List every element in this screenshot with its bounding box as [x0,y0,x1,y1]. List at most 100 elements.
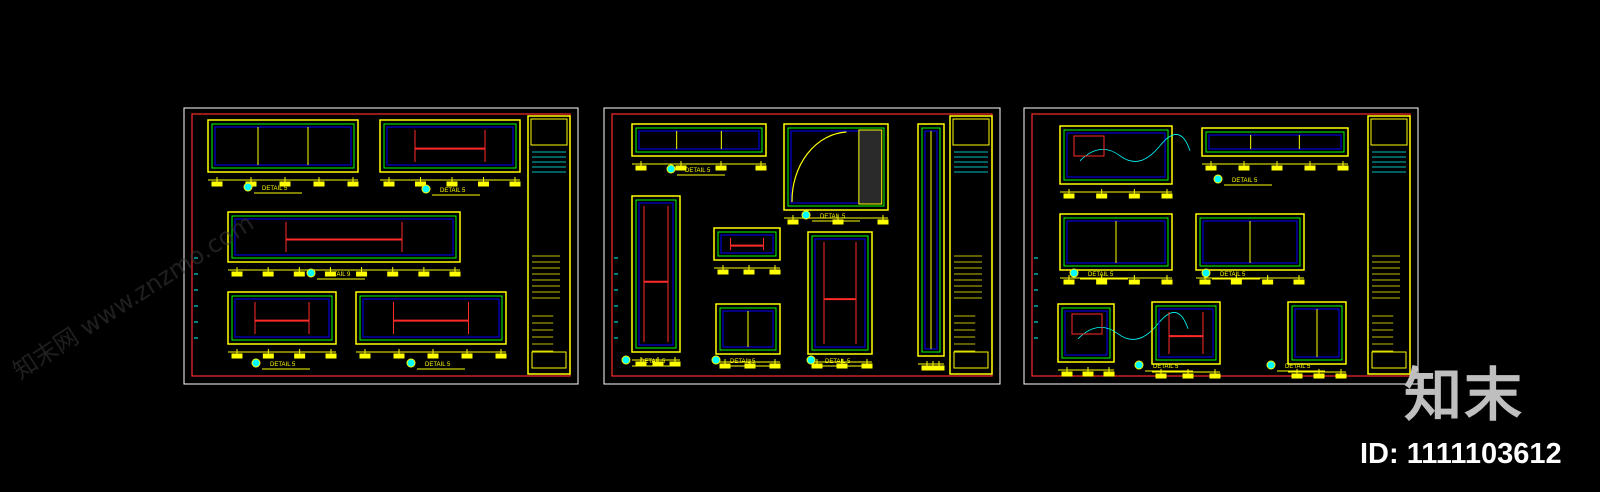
detail-core-outline [386,126,514,166]
detail-drawing [1059,213,1173,285]
detail-drawing [1287,301,1347,379]
dimension-tag [393,349,405,359]
detail-core-outline [1158,308,1214,358]
detail-label-group: DETAIL 5 [251,358,310,370]
dimension-tag [769,359,781,369]
detail-outline [379,119,521,173]
title-block-header [1370,118,1408,146]
detail-drawing [631,123,767,171]
detail-core-outline [234,218,454,256]
dimension-tag-box [356,271,368,277]
detail-bubble [711,355,721,365]
dimension-tag-box [1335,373,1347,379]
detail-drawing [207,119,359,187]
dimension-tag-box [509,181,521,187]
detail-outline [715,303,781,355]
detail-inner-outline [1061,307,1111,359]
detail-label-group: DETAIL 5 [711,355,770,367]
dimension-tag [1161,275,1173,285]
detail-label: DETAIL 5 [425,362,451,368]
dimension-tag-box [1103,371,1115,377]
detail-marble-vein [1077,312,1189,340]
dimension-tag [478,177,489,187]
dimension-tag-box [294,353,306,359]
title-block-header [952,118,990,146]
dimension-tag-box [933,365,945,371]
detail-label: DETAIL 5 [1088,272,1114,278]
dimension-tag [1293,275,1305,285]
detail-inner-outline [1063,217,1169,267]
dimension-tag [861,359,873,369]
dimension-tag [1238,161,1250,171]
detail-drawing [807,231,873,369]
dimension-tag-box [715,165,727,171]
dimension-tag [383,177,395,187]
dimension-tag-box [313,181,325,187]
dimension-tag [495,349,507,359]
dimension-tag-box [359,353,371,359]
detail-core-outline [1208,134,1342,150]
dimension-tag-box [1238,165,1250,171]
detail-bubble [1266,360,1276,370]
detail-bubble [1201,268,1211,278]
dimension-tag-box [418,271,430,277]
dimension-tag [1182,369,1194,379]
dimension-tag [1103,367,1115,377]
detail-label-group: DETAIL 5 [666,164,725,176]
detail-drawing [227,291,337,359]
dimension-tag-box [387,271,399,277]
detail-outline [1057,303,1115,363]
dimension-tag-box [1262,279,1274,285]
dimension-tag [211,177,223,187]
dimension-tag [325,349,337,359]
dimension-tag-box [1304,165,1316,171]
sheet-outer-frame [1023,107,1419,385]
detail-label-group: DETAIL 9 [306,268,365,280]
dimension-tag [415,177,426,187]
detail-drawing [917,123,945,371]
detail-inner-outline [921,127,941,353]
dimension-tag [1291,369,1303,379]
detail-sink [1071,313,1103,335]
dimension-tag [1096,189,1108,199]
dimension-tag [324,267,336,277]
detail-inner-outline [717,231,777,257]
title-block [949,115,993,375]
detail-label: DETAIL 5 [440,188,466,194]
detail-label: DETAIL 5 [270,362,296,368]
watermark-text: 知末网 www.znzmo.com [8,209,259,385]
dimension-tag [461,349,473,359]
dimension-tag-box [231,271,243,277]
detail-drawing [631,195,681,367]
detail-drawing [379,119,521,187]
dimension-tag [1335,369,1347,379]
detail-outline [207,119,359,173]
dimension-tag [1262,275,1274,285]
detail-inner-outline [719,307,777,351]
dimension-tag-box [1182,373,1194,379]
detail-drawing [1195,213,1305,285]
sheet-1: DETAIL 5 DETAIL 5 DETAIL 9 DETAIL 5 DETAIL 5 [183,107,579,385]
dimension-tag [715,161,727,171]
detail-core-outline [362,298,500,338]
detail-label: DETAIL 5 [640,359,666,365]
dimension-tag [743,265,755,275]
dimension-tag-box [1096,193,1108,199]
detail-bubble [801,210,811,220]
detail-label-group: DETAIL 5 [243,182,302,194]
detail-bubble [306,268,316,278]
title-block-frame [949,115,993,375]
dimension-tag [1161,189,1173,199]
detail-bubble [1134,360,1144,370]
detail-outline [355,291,507,345]
dimension-tag-box [1291,373,1303,379]
dimension-tag-box [262,271,274,277]
dimension-tag-box [1230,279,1242,285]
title-block [527,115,571,375]
detail-label: DETAIL 9 [325,272,351,278]
dimension-tag [293,267,305,277]
dimension-tag-box [293,271,305,277]
dimension-tag [832,215,844,225]
dimension-tag-box [383,181,395,187]
